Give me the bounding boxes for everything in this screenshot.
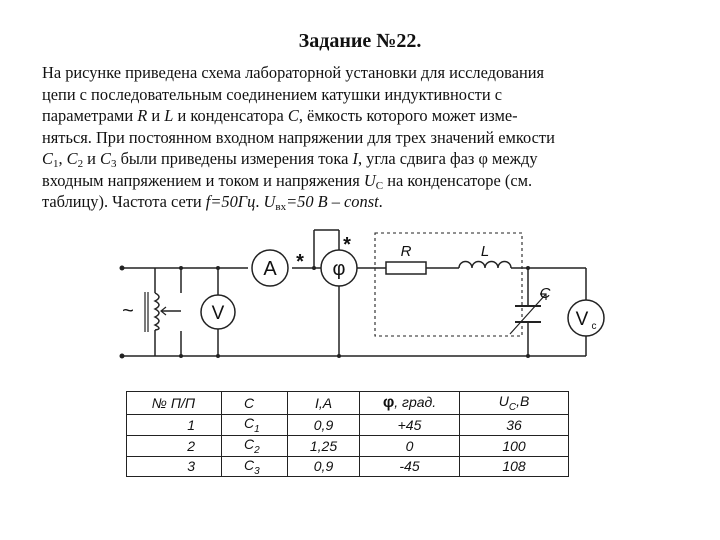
junction-dot (179, 354, 183, 358)
phasemeter-label: φ (333, 258, 346, 280)
tap-arrow (160, 306, 167, 316)
phasemeter-circle (320, 249, 358, 287)
junction-dot (526, 354, 530, 358)
voltmeter-circle (200, 294, 236, 330)
header-capacitor: C (221, 391, 288, 415)
transformer-winding (153, 292, 160, 331)
junction-dot (337, 354, 341, 358)
cell-phase: -45 (359, 455, 460, 478)
star-phasemeter: * (343, 234, 351, 256)
junction-dot (216, 266, 220, 270)
header-number: № П/П (126, 391, 222, 415)
cell-phase: +45 (359, 414, 460, 436)
table-row: 2 C2 1,25 0 100 (126, 434, 569, 457)
capacitor-voltmeter-subscript: c (592, 321, 597, 332)
cell-current: 0,9 (287, 414, 360, 436)
cell-uc: 108 (459, 455, 569, 478)
text-line: параметрами R и L и конденсатора C, ёмко… (42, 106, 518, 125)
junction-dot (526, 266, 530, 270)
capacitor-voltmeter-circle (567, 299, 605, 337)
resistor (385, 261, 427, 275)
capacitor-variable-arrow (509, 293, 547, 335)
capacitor-voltmeter-label: V (576, 309, 589, 330)
star-ammeter: * (296, 251, 304, 273)
cell-uc: 36 (459, 414, 569, 436)
text-line: входным напряжением и током и напряжения… (42, 170, 533, 192)
phi-symbol: φ (382, 394, 395, 411)
inductor-label: L (481, 243, 489, 260)
cell-current: 1,25 (287, 434, 360, 457)
junction-dot (216, 354, 220, 358)
cell-uc: 100 (459, 434, 569, 457)
junction-dot (179, 266, 183, 270)
table-header-row: № П/П C I,A φ, град. UC,B (126, 391, 569, 415)
ammeter-circle (251, 249, 289, 287)
header-uc: UC,B (459, 391, 569, 415)
table-row: 3 C3 0,9 -45 108 (126, 455, 569, 478)
cell-current: 0,9 (287, 455, 360, 478)
measurements-table: № П/П C I,A φ, град. UC,B 1 C1 0,9 +45 3… (126, 391, 569, 478)
task-description: На рисунке приведена схема лабораторной … (42, 62, 692, 213)
ammeter-label: A (263, 258, 277, 280)
text-line: няться. При постоянном входном напряжени… (42, 127, 555, 147)
junction-dot (312, 266, 316, 270)
text-line: цепи с последовательным соединением кату… (42, 84, 502, 104)
voltmeter-label: V (212, 303, 225, 324)
text-line: таблицу). Частота сети f=50Гц. Uвх=50 В … (42, 192, 383, 213)
load-dashed-box (374, 232, 523, 337)
resistor-label: R (401, 243, 412, 260)
header-current: I,A (287, 391, 360, 415)
cell-capacitor: C1 (221, 414, 288, 436)
cell-capacitor: C3 (221, 455, 288, 478)
table-row: 1 C1 0,9 +45 36 (126, 414, 569, 436)
cell-phase: 0 (359, 434, 460, 457)
arrow-head (540, 293, 547, 300)
cell-capacitor: C2 (221, 434, 288, 457)
cell-number: 3 (126, 455, 222, 478)
header-phase: φ, град. (359, 391, 460, 415)
task-title: Задание №22. (298, 30, 422, 52)
cell-number: 1 (126, 414, 222, 436)
capacitor-label: C (540, 285, 551, 302)
terminal (119, 353, 125, 359)
text-line: C1, C2 и C3 были приведены измерения ток… (42, 149, 538, 170)
cell-number: 2 (126, 434, 222, 457)
source-symbol: ~ (122, 300, 134, 322)
text-line: На рисунке приведена схема лабораторной … (42, 63, 545, 82)
terminal (119, 265, 125, 271)
inductor (458, 260, 512, 269)
